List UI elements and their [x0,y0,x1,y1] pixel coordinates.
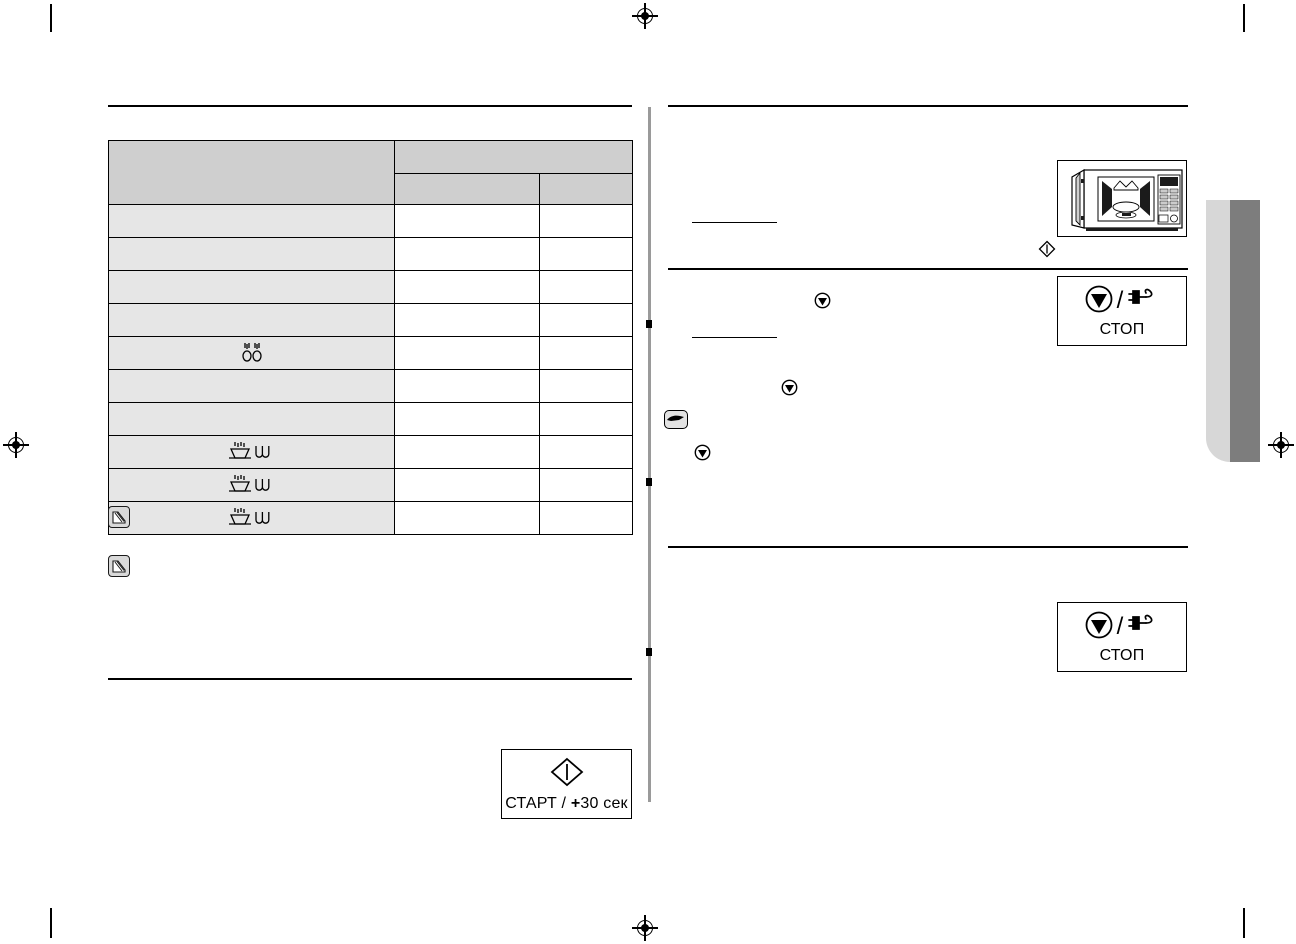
note-pencil-icon [108,555,130,577]
power-plug-icon [1126,284,1160,319]
crop-mark-tl-v [50,4,52,32]
table-row [108,402,633,436]
registration-mark-top [632,3,658,29]
table-cell-value [539,270,633,304]
start-key-label: СТАРТ / +30 сек [505,794,628,812]
stop-circle-triangle-icon [814,292,831,314]
stop-circle-triangle-icon [1084,610,1114,645]
table-row [108,237,633,271]
table-header-cell-sub1 [394,173,540,205]
table-cell-value [539,237,633,271]
pointing-hand-icon [664,410,688,429]
crop-mark-br-v [1243,908,1245,938]
table-cell-value [539,468,633,502]
crop-mark-bl-v [50,908,52,938]
table-cell-value [539,369,633,403]
table-cell-value [539,303,633,337]
stop-circle-triangle-icon [1084,284,1114,319]
table-cell-value [539,435,633,469]
table-cell-value [394,204,540,238]
table-cell-value [539,402,633,436]
table-cell-label [108,303,395,337]
stop-key-separator: / [1116,613,1124,640]
table-cell-label [108,237,395,271]
stop-key-top-glyphs: / [1084,284,1161,319]
table-row [108,270,633,304]
left-top-rule [108,105,632,107]
registration-mark-left [3,432,29,458]
registration-mark-bottom [632,915,658,941]
start-diamond-icon [1038,240,1056,263]
stop-circle-triangle-icon [694,444,711,466]
stop-key-bottom[interactable]: / СТОП [1057,602,1187,672]
table-cell-value [394,303,540,337]
microwave-grill-icon [225,506,279,531]
stop-key-top[interactable]: / СТОП [1057,276,1187,346]
table-cell-label-with-icon [108,336,395,370]
table-cell-label-with-icon [108,435,395,469]
table-header-cell-sub2 [539,173,633,205]
table-row [108,204,633,238]
table-row [108,435,633,469]
stop-key-bottom-glyphs: / [1084,610,1161,645]
table-cell-value [394,501,540,535]
power-plug-icon [1126,610,1160,645]
microwave-grill-icon [225,440,279,465]
stop-key-separator: / [1116,287,1124,314]
table-row [108,303,633,337]
table-cell-value [394,402,540,436]
table-cell-value [394,237,540,271]
section-thumb-tab-dark [1230,200,1260,462]
microwave-oven-open-door-illustration [1057,160,1187,237]
start-key[interactable]: СТАРТ / +30 сек [501,749,632,819]
table-cell-value [394,435,540,469]
table-cell-label-with-icon [108,468,395,502]
table-cell-value [394,336,540,370]
crop-mark-tr-v [1243,4,1245,32]
column-divider-tick [646,648,652,656]
stop-circle-triangle-icon [781,379,798,401]
text-underline [692,337,777,339]
stop-key-top-label: СТОП [1099,320,1145,338]
left-bottom-rule [108,678,632,680]
table-header-row [108,140,633,205]
double-drip-icon [239,341,265,366]
spec-table [108,140,633,535]
table-cell-value [394,270,540,304]
table-cell-value [539,501,633,535]
table-row [108,336,633,370]
registration-mark-right [1268,432,1294,458]
table-cell-value [539,336,633,370]
stop-key-bottom-label: СТОП [1099,646,1145,664]
table-header-cell-main [108,140,395,205]
microwave-grill-icon [225,473,279,498]
table-cell-value [394,369,540,403]
table-header-cell-group [394,140,633,174]
table-row [108,468,633,502]
note-pencil-icon [108,506,130,528]
text-underline [692,222,777,224]
table-cell-value [539,204,633,238]
table-cell-label [108,270,395,304]
table-cell-label [108,369,395,403]
table-row [108,501,633,535]
table-row [108,369,633,403]
start-diamond-icon [548,756,586,793]
right-rule-middle [668,268,1188,270]
table-cell-label-with-icon [108,501,395,535]
table-cell-label [108,204,395,238]
right-rule-bottom [668,546,1188,548]
right-rule-top [668,105,1188,107]
column-divider-tick [646,478,652,486]
column-divider [648,107,651,802]
table-cell-value [394,468,540,502]
section-thumb-tab-light [1206,200,1230,462]
column-divider-tick [646,320,652,328]
table-cell-label [108,402,395,436]
